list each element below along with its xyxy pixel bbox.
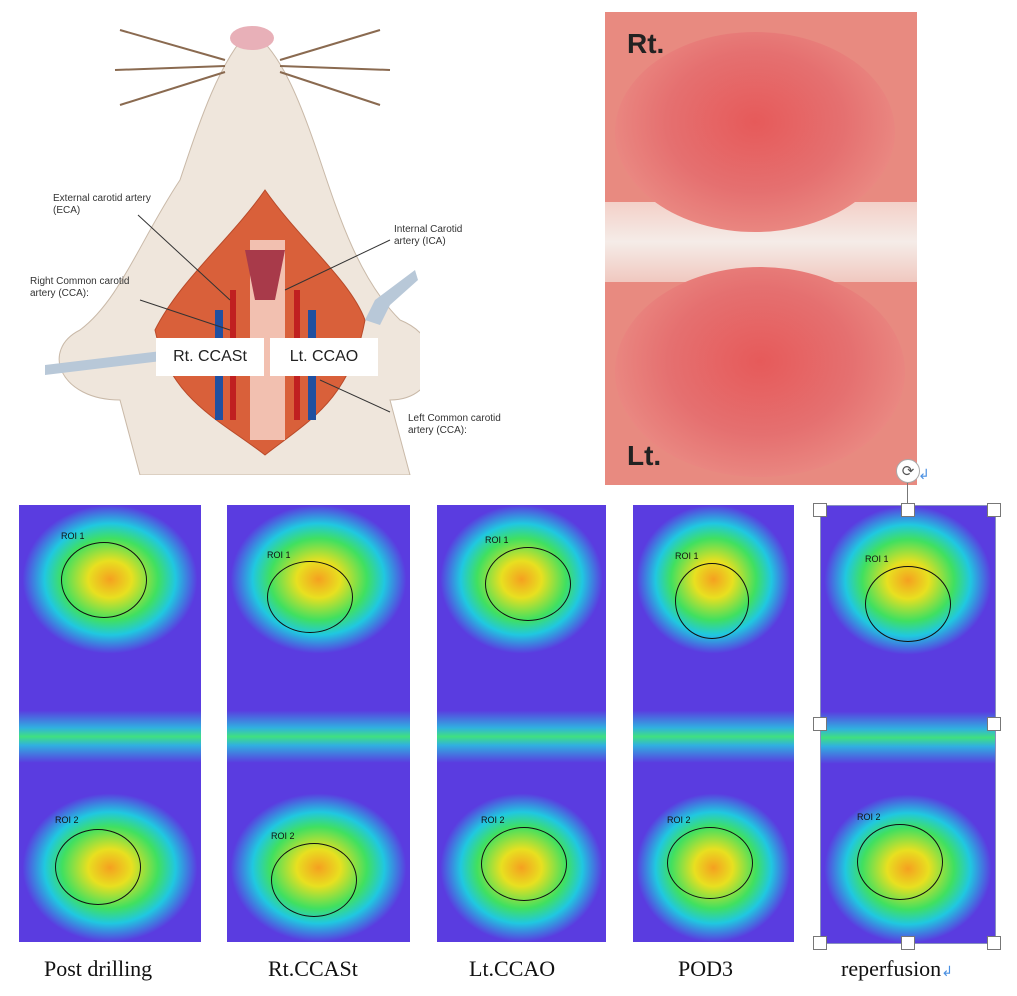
photo-lt-label: Lt. — [627, 440, 662, 471]
caption-rt-ccast: Rt.CCASt — [268, 956, 358, 981]
resize-handle-ne[interactable] — [987, 503, 1001, 517]
roi1-circle — [675, 563, 749, 639]
rotate-handle-stem — [907, 473, 908, 509]
rotate-icon[interactable]: ⟳ — [896, 459, 920, 483]
roi2-circle — [667, 827, 753, 899]
roi1-label: ROI 1 — [485, 535, 509, 545]
brain-surface-photo: Rt. Lt. — [605, 12, 917, 485]
lcca-label: Left Common carotid artery (CCA): — [408, 413, 501, 436]
ldf-panel-rt-ccast: ROI 1 ROI 2 — [227, 505, 410, 942]
caption-lt-ccao: Lt.CCAO — [469, 956, 556, 981]
roi1-label: ROI 1 — [61, 531, 85, 541]
photo-rt-label: Rt. — [627, 28, 665, 59]
lt-ccao-label: Lt. CCAO — [270, 338, 378, 376]
roi1-circle — [865, 566, 951, 642]
roi2-label: ROI 2 — [857, 812, 881, 822]
roi2-circle — [55, 829, 141, 905]
rt-ccast-label: Rt. CCASt — [156, 338, 264, 376]
resize-handle-s[interactable] — [901, 936, 915, 950]
ldf-panel-lt-ccao: ROI 1 ROI 2 — [437, 505, 606, 942]
resize-handle-se[interactable] — [987, 936, 1001, 950]
rat-surgery-diagram: External carotid artery (ECA) Internal C… — [20, 0, 501, 476]
ldf-panel-post-drilling: ROI 1 ROI 2 — [19, 505, 201, 942]
resize-handle-sw[interactable] — [813, 936, 827, 950]
roi2-circle — [481, 827, 567, 901]
rcca-label: Right Common carotid artery (CCA): — [30, 276, 130, 299]
roi1-label: ROI 1 — [267, 550, 291, 560]
roi2-label: ROI 2 — [55, 815, 79, 825]
roi2-label: ROI 2 — [481, 815, 505, 825]
paragraph-mark: ↲ — [941, 965, 953, 980]
resize-handle-nw[interactable] — [813, 503, 827, 517]
caption-pod3: POD3 — [678, 956, 734, 981]
caption-post-drilling: Post drilling — [44, 956, 153, 981]
resize-handle-w[interactable] — [813, 717, 827, 731]
caption-reperfusion: reperfusion↲ — [841, 956, 953, 982]
roi1-circle — [61, 542, 147, 618]
ldf-panel-pod3: ROI 1 ROI 2 — [633, 505, 794, 942]
resize-handle-e[interactable] — [987, 717, 1001, 731]
resize-handle-n[interactable] — [901, 503, 915, 517]
roi1-circle — [485, 547, 571, 621]
eca-label: External carotid artery (ECA) — [53, 193, 151, 216]
caption-reperfusion-text: reperfusion — [841, 956, 942, 981]
paragraph-mark: ↲ — [918, 466, 930, 482]
ica-label: Internal Carotid artery (ICA) — [394, 224, 463, 247]
rat-illustration — [45, 26, 434, 476]
roi2-label: ROI 2 — [271, 831, 295, 841]
ldf-panel-reperfusion[interactable]: ROI 1 ROI 2 — [820, 505, 996, 944]
roi1-label: ROI 1 — [675, 551, 699, 561]
roi2-label: ROI 2 — [667, 815, 691, 825]
roi1-label: ROI 1 — [865, 554, 889, 564]
roi1-circle — [267, 561, 353, 633]
roi2-circle — [857, 824, 943, 900]
roi2-circle — [271, 843, 357, 917]
